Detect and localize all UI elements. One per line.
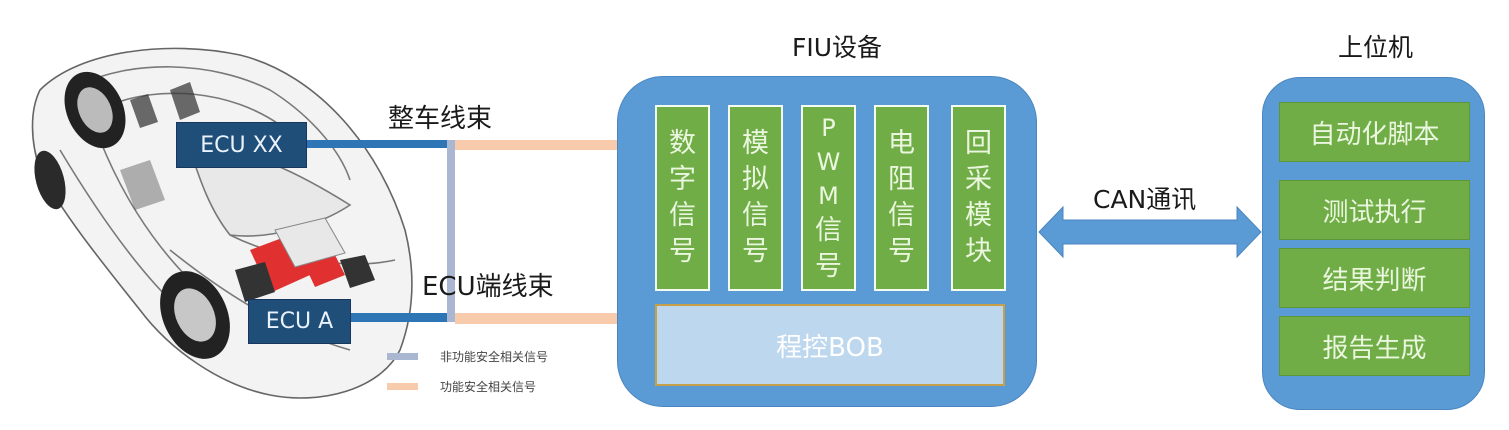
module-char: 字 xyxy=(669,164,696,195)
non-safety-signal-line xyxy=(447,140,455,322)
host-item-label: 测试执行 xyxy=(1322,197,1427,228)
host-item-label: 报告生成 xyxy=(1322,333,1427,364)
module-pwm-signal: P W M 信 号 xyxy=(801,105,856,291)
module-digital-signal: 数 字 信 号 xyxy=(655,105,710,291)
ecu-harness-label: ECU端线束 xyxy=(422,272,554,302)
module-char: 信 xyxy=(669,200,696,231)
vehicle-harness-line xyxy=(307,140,452,148)
module-char: 拟 xyxy=(742,164,769,195)
module-resistance-signal: 电 阻 信 号 xyxy=(874,105,929,291)
host-item-result-judgement: 结果判断 xyxy=(1279,248,1470,308)
can-link-label: CAN通讯 xyxy=(1093,185,1197,214)
fiu-title: FIU设备 xyxy=(792,33,883,62)
bob-label: 程控BOB xyxy=(776,332,884,363)
module-char: 块 xyxy=(965,236,992,267)
host-item-report-generation: 报告生成 xyxy=(1279,316,1470,376)
legend-label-safety: 功能安全相关信号 xyxy=(440,380,537,394)
legend-swatch-non-safety xyxy=(387,353,418,360)
car-image xyxy=(31,47,413,399)
safety-signal-line-bottom xyxy=(455,313,617,324)
host-item-test-execution: 测试执行 xyxy=(1279,180,1470,240)
legend-label-non-safety: 非功能安全相关信号 xyxy=(440,350,549,364)
legend-swatch-safety xyxy=(387,383,418,390)
module-char: 电 xyxy=(888,128,915,159)
host-item-automation-script: 自动化脚本 xyxy=(1279,102,1470,162)
programmable-bob-box: 程控BOB xyxy=(655,304,1005,386)
safety-signal-line-top xyxy=(455,140,617,150)
module-char: 采 xyxy=(965,164,992,195)
ecu-xx-label: ECU XX xyxy=(200,132,283,158)
module-char: 阻 xyxy=(888,164,915,195)
module-char: M xyxy=(818,182,839,210)
host-item-label: 结果判断 xyxy=(1322,265,1427,296)
ecu-xx-box: ECU XX xyxy=(176,122,307,168)
module-char: 号 xyxy=(669,236,696,267)
module-analog-signal: 模 拟 信 号 xyxy=(728,105,783,291)
module-feedback-acquisition: 回 采 模 块 xyxy=(951,105,1006,291)
vehicle-harness-label: 整车线束 xyxy=(388,104,493,134)
module-char: 号 xyxy=(888,236,915,267)
host-item-label: 自动化脚本 xyxy=(1309,119,1440,150)
module-char: P xyxy=(821,114,836,142)
ecu-a-box: ECU A xyxy=(248,299,351,344)
module-char: W xyxy=(816,148,841,176)
ecu-a-label: ECU A xyxy=(265,309,334,334)
module-char: 信 xyxy=(742,200,769,231)
host-title: 上位机 xyxy=(1338,33,1414,62)
module-char: 模 xyxy=(965,200,992,231)
module-char: 信 xyxy=(815,215,842,246)
double-arrow-shape xyxy=(1038,205,1262,259)
module-char: 模 xyxy=(742,128,769,159)
module-char: 数 xyxy=(669,128,696,159)
module-char: 号 xyxy=(742,236,769,267)
module-char: 信 xyxy=(888,200,915,231)
can-double-arrow xyxy=(1038,205,1262,259)
module-char: 号 xyxy=(815,251,842,282)
ecu-harness-line xyxy=(351,313,452,322)
module-char: 回 xyxy=(965,128,992,159)
